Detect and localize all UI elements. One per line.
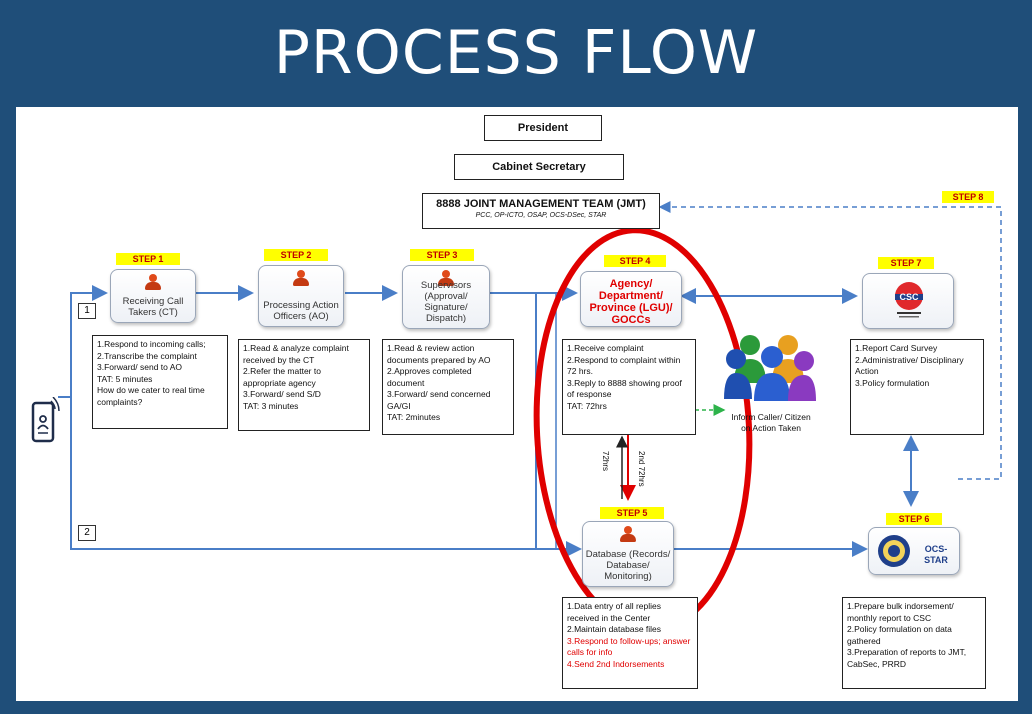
- step2-node: Processing Action Officers (AO): [258, 265, 344, 327]
- diagram-canvas: President Cabinet Secretary 8888 JOINT M…: [16, 107, 1018, 701]
- person-icon: [292, 270, 310, 286]
- step3-details: 1.Read & review action documents prepare…: [382, 339, 514, 435]
- channel-1-marker: 1: [78, 303, 96, 319]
- step4-tag: STEP 4: [604, 255, 666, 267]
- tat-72hrs-label: 72hrs: [601, 451, 610, 472]
- step6-label: OCS-STAR: [924, 544, 948, 565]
- channel-2-marker: 2: [78, 525, 96, 541]
- step7-tag: STEP 7: [878, 257, 934, 269]
- step5-tag: STEP 5: [600, 507, 664, 519]
- citizens-group-icon: [724, 335, 816, 401]
- person-icon: [619, 526, 637, 542]
- step4-details: 1.Receive complaint 2.Respond to complai…: [562, 339, 696, 435]
- person-icon: [144, 274, 162, 290]
- step7-label: CSC: [899, 292, 919, 302]
- person-icon: [437, 270, 455, 286]
- caller-phone-icon: [30, 396, 60, 452]
- step5-details: 1.Data entry of all replies received in …: [562, 597, 698, 689]
- step1-label: Receiving Call Takers (CT): [122, 296, 184, 318]
- ocs-seal-icon: [878, 535, 910, 567]
- step4-label: Agency/ Department/ Province (LGU)/ GOCC…: [589, 278, 673, 326]
- step1-tag: STEP 1: [116, 253, 180, 265]
- connector-layer: [58, 201, 1002, 633]
- step6-node: OCS-STAR: [868, 527, 960, 575]
- step8-tag: STEP 8: [942, 191, 994, 203]
- step3-label: Supervisors (Approval/ Signature/ Dispat…: [420, 280, 472, 324]
- step6-details: 1.Prepare bulk indorsement/ monthly repo…: [842, 597, 986, 689]
- step8-dashed-loop: [658, 201, 1002, 480]
- step4-node: Agency/ Department/ Province (LGU)/ GOCC…: [580, 271, 682, 327]
- step7-details: 1.Report Card Survey 2.Administrative/ D…: [850, 339, 984, 435]
- step7-node: CSC: [862, 273, 954, 329]
- step2-label: Processing Action Officers (AO): [263, 300, 339, 322]
- step3-node: Supervisors (Approval/ Signature/ Dispat…: [402, 265, 490, 329]
- tat-2nd-72hrs-label: 2nd 72hrs: [637, 451, 646, 487]
- channel-2-line: [70, 397, 536, 550]
- jmt-box: 8888 JOINT MANAGEMENT TEAM (JMT) PCC, OP…: [422, 193, 660, 229]
- step5-label: Database (Records/ Database/ Monitoring): [585, 549, 671, 582]
- step1-details: 1.Respond to incoming calls; 2.Transcrib…: [92, 335, 228, 429]
- step2-tag: STEP 2: [264, 249, 328, 261]
- csc-logo-icon: CSC: [895, 282, 923, 318]
- inform-caller-text: Inform Caller/ Citizen on Action Taken: [731, 412, 811, 433]
- channel-1-line: [58, 285, 108, 398]
- step3-tag: STEP 3: [410, 249, 474, 261]
- step2-details: 1.Read & analyze complaint received by t…: [238, 339, 370, 431]
- jmt-title: 8888 JOINT MANAGEMENT TEAM (JMT): [436, 198, 646, 210]
- step6-tag: STEP 6: [886, 513, 942, 525]
- step5-node: Database (Records/ Database/ Monitoring): [582, 521, 674, 587]
- president-box: President: [484, 115, 602, 141]
- step1-node: Receiving Call Takers (CT): [110, 269, 196, 323]
- slide-title: PROCESS FLOW: [273, 18, 759, 88]
- cabinet-secretary-box: Cabinet Secretary: [454, 154, 624, 180]
- jmt-subtitle: PCC, OP-ICTO, OSAP, OCS-DSec, STAR: [475, 212, 607, 219]
